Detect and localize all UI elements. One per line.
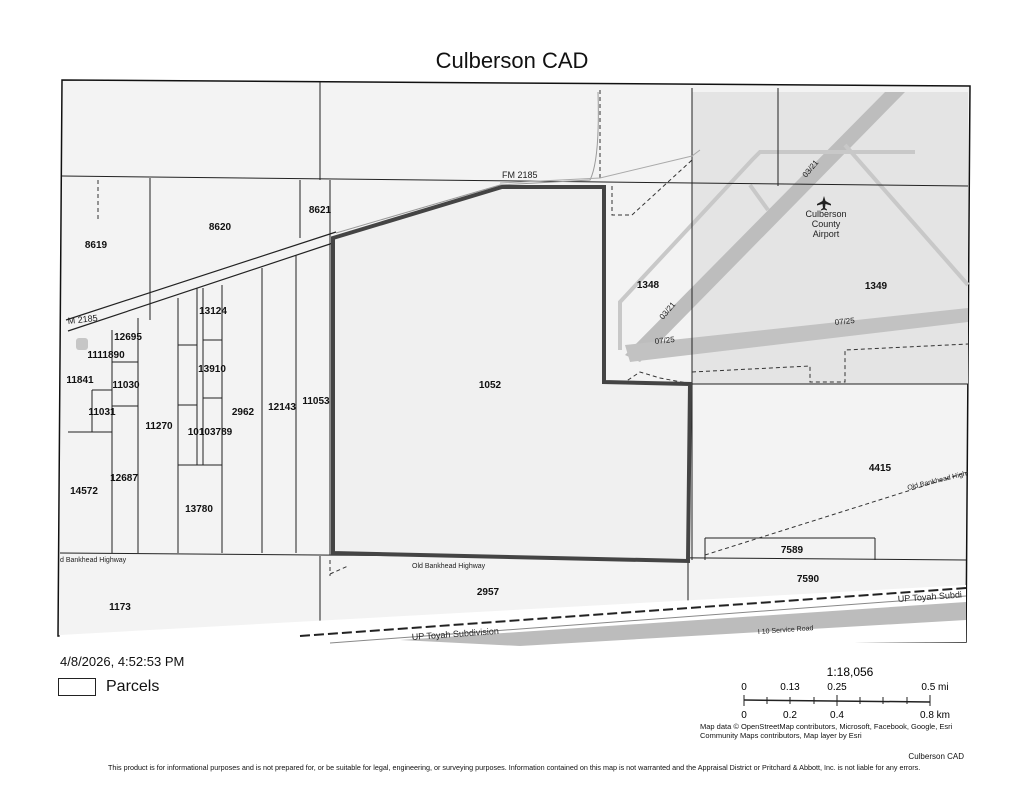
parcel-label[interactable]: 7590 <box>797 574 820 585</box>
parcels-swatch <box>58 678 96 696</box>
attribution-line: Map data © OpenStreetMap contributors, M… <box>700 722 953 731</box>
road-edge <box>499 149 701 184</box>
legend: Parcels <box>58 678 159 696</box>
scale-tick-label: 0.4 <box>830 710 844 721</box>
airport-name-line: County <box>812 219 841 229</box>
parcel-label[interactable]: 12687 <box>110 473 138 484</box>
parcel-label[interactable]: 12143 <box>268 402 296 413</box>
attribution-line: Community Maps contributors, Map layer b… <box>700 731 862 740</box>
legend-label: Parcels <box>106 678 160 695</box>
road-label: Old Bankhead Highway <box>412 563 486 570</box>
road-label: d Bankhead Highway <box>60 557 127 564</box>
airport-name-line: Airport <box>813 229 840 239</box>
building-marker <box>76 338 88 350</box>
runway-label: 07/25 <box>834 316 855 327</box>
fm-2185-road <box>65 231 337 332</box>
parcel-label[interactable]: 11841 <box>66 375 94 386</box>
runway-07-25 <box>625 308 968 362</box>
parcel-label[interactable]: 13124 <box>199 306 227 317</box>
parcel-label[interactable]: 13910 <box>198 364 226 375</box>
scale-ratio: 1:18,056 <box>827 665 874 679</box>
parcel-label[interactable]: 11270 <box>145 421 173 432</box>
parcel-label[interactable]: 8620 <box>209 222 232 233</box>
parcel-label[interactable]: 8621 <box>309 205 332 216</box>
rail-edge <box>329 595 967 644</box>
parcel-label[interactable]: 12695 <box>114 332 142 343</box>
parcel-label[interactable]: 4415 <box>869 463 892 474</box>
scale-tick-label: 0 <box>741 710 747 721</box>
parcel-label[interactable]: 14572 <box>70 486 98 497</box>
airplane-icon <box>817 196 831 211</box>
parcel-label[interactable]: 8619 <box>85 240 108 251</box>
scale-tick-label: 0.25 <box>827 682 847 693</box>
road-labels: FM 2185 M 2185 d Bankhead Highway Old Ba… <box>60 170 967 642</box>
parcel-label[interactable]: 11030 <box>112 380 140 391</box>
taxiway <box>843 143 970 287</box>
road-label: UP Toyah Subdi <box>897 590 962 604</box>
road-label: FM 2185 <box>502 170 538 180</box>
airport-label: Culberson County Airport <box>805 209 846 239</box>
airport-area <box>692 92 968 384</box>
road-label: I 10 Service Road <box>758 625 814 636</box>
dashed-boundaries <box>97 90 969 576</box>
footer-org: Culberson CAD <box>908 752 964 761</box>
map-attribution: Map data © OpenStreetMap contributors, M… <box>700 722 970 740</box>
scale-tick-label: 0.2 <box>783 710 797 721</box>
parcel-label[interactable]: 1173 <box>109 602 131 613</box>
road-label: M 2185 <box>67 313 98 326</box>
parcel-label[interactable]: 11053 <box>302 396 330 407</box>
parcel-label[interactable]: 1348 <box>637 280 660 291</box>
parcel-label[interactable]: 2957 <box>477 587 500 598</box>
disclaimer: This product is for informational purpos… <box>108 763 921 772</box>
taxiway <box>748 183 770 212</box>
parcel-label[interactable]: 1349 <box>865 281 888 292</box>
highlighted-parcel-1052[interactable] <box>331 185 693 564</box>
scale-tick-label: 0.5 mi <box>921 682 948 693</box>
parcel-label[interactable]: 10103789 <box>188 427 233 438</box>
fm-2185-curve <box>335 91 599 234</box>
parcel-label[interactable]: 11031 <box>88 407 116 418</box>
airport-name-line: Culberson <box>805 209 846 219</box>
runway-03-21 <box>625 92 905 362</box>
parcel-label[interactable]: 13780 <box>185 504 213 515</box>
map-title: Culberson CAD <box>435 48 589 73</box>
parcel-label[interactable]: 1052 <box>479 380 502 391</box>
parcel-lines <box>59 82 969 636</box>
i10-highway <box>400 602 966 646</box>
parcel-label[interactable]: 1111890 <box>87 350 125 361</box>
parcel-label[interactable]: 7589 <box>781 545 804 556</box>
scale-tick-label: 0.8 km <box>920 710 950 721</box>
scale-tick-label: 0 <box>741 682 747 693</box>
scale-tick-label: 0.13 <box>780 682 800 693</box>
parcel-label[interactable]: 2962 <box>232 407 255 418</box>
scale-bar: 1:18,056 0 0.13 0.25 0.5 mi 0 0.2 0.4 0.… <box>741 665 950 721</box>
taxiway <box>618 150 915 350</box>
runway-label: 07/25 <box>654 335 675 346</box>
print-timestamp: 4/8/2026, 4:52:53 PM <box>60 654 185 669</box>
